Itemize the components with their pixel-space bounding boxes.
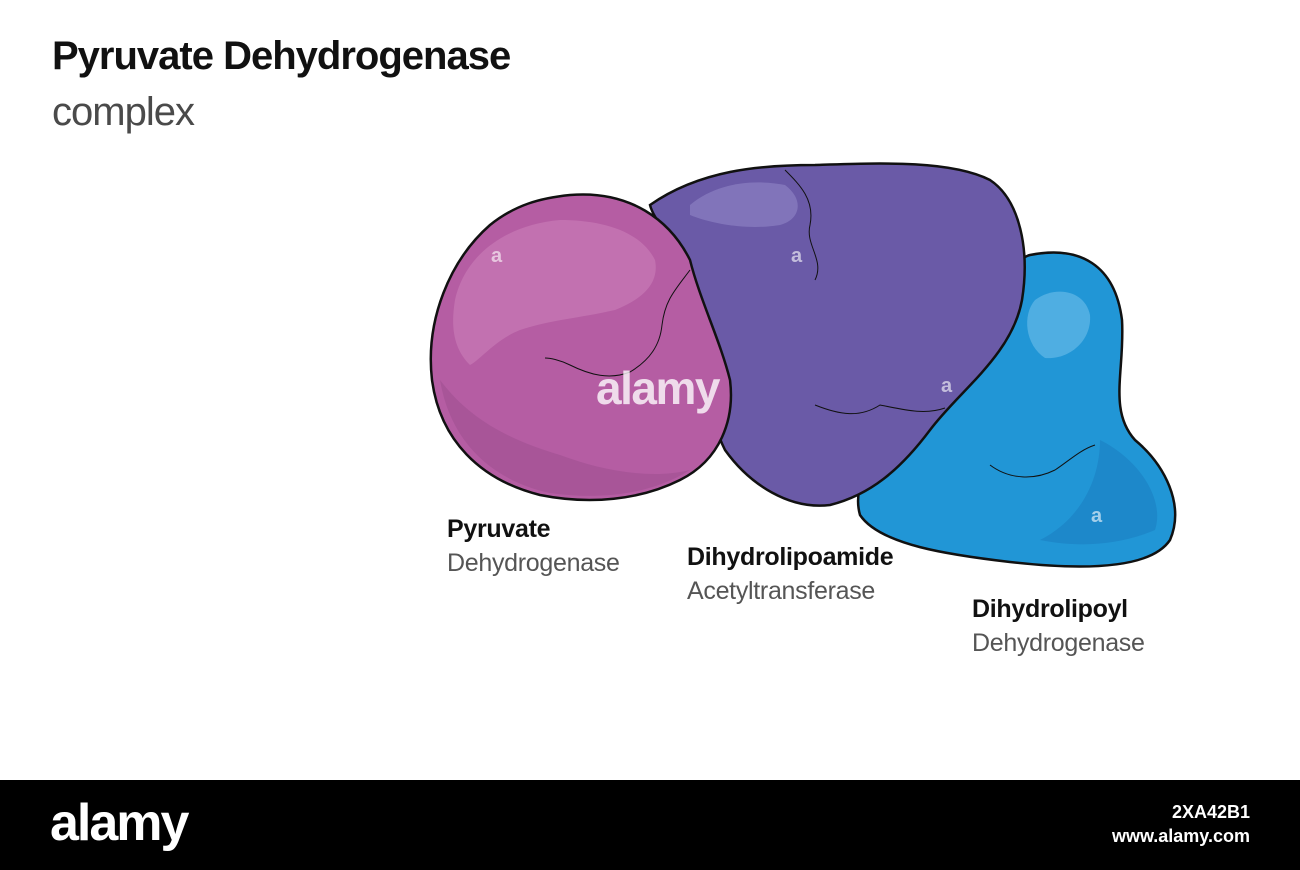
label-pyruvate-dehydrogenase: Pyruvate Dehydrogenase: [447, 512, 620, 580]
footer-bar: alamy 2XA42B1 www.alamy.com: [0, 780, 1300, 870]
pdh-highlight: [453, 220, 656, 365]
label-dld-name: Dihydrolipoyl: [972, 595, 1128, 623]
dld-shade: [1040, 440, 1158, 545]
watermark-text: alamy: [596, 362, 720, 414]
pdh-complex-illustration: [429, 162, 1177, 568]
page-title: Pyruvate Dehydrogenase: [52, 34, 511, 78]
label-dihydrolipoamide-acetyltransferase: Dihydrolipoamide Acetyltransferase: [687, 540, 894, 608]
label-pdh-type: Dehydrogenase: [447, 549, 620, 577]
dlat-crease-2: [814, 404, 946, 415]
label-dihydrolipoyl-dehydrogenase: Dihydrolipoyl Dehydrogenase: [972, 592, 1145, 660]
dld-highlight: [1027, 291, 1091, 359]
dld-crease: [989, 444, 1096, 478]
label-dlat-name: Dihydrolipoamide: [687, 543, 894, 571]
watermark-mark: a: [941, 375, 953, 397]
dlat-crease: [784, 169, 819, 281]
watermark-mark: a: [1091, 505, 1103, 527]
label-pdh-name: Pyruvate: [447, 515, 551, 543]
pyruvate-dehydrogenase-subunit: [429, 193, 733, 502]
label-dld-type: Dehydrogenase: [972, 629, 1145, 657]
dihydrolipoamide-acetyltransferase-subunit: [648, 162, 1026, 507]
footer-image-id: 2XA42B1: [1171, 802, 1250, 822]
watermark-mark: a: [791, 245, 803, 267]
watermark-mark: a: [491, 245, 503, 267]
dlat-highlight: [690, 182, 798, 227]
page-subtitle: complex: [52, 90, 195, 134]
pdh-crease: [544, 269, 691, 377]
pdh-shade: [440, 380, 690, 496]
footer-url: www.alamy.com: [1111, 826, 1250, 846]
footer-logo: alamy: [50, 794, 189, 852]
label-dlat-type: Acetyltransferase: [687, 577, 876, 605]
dihydrolipoyl-dehydrogenase-subunit: [856, 251, 1177, 568]
